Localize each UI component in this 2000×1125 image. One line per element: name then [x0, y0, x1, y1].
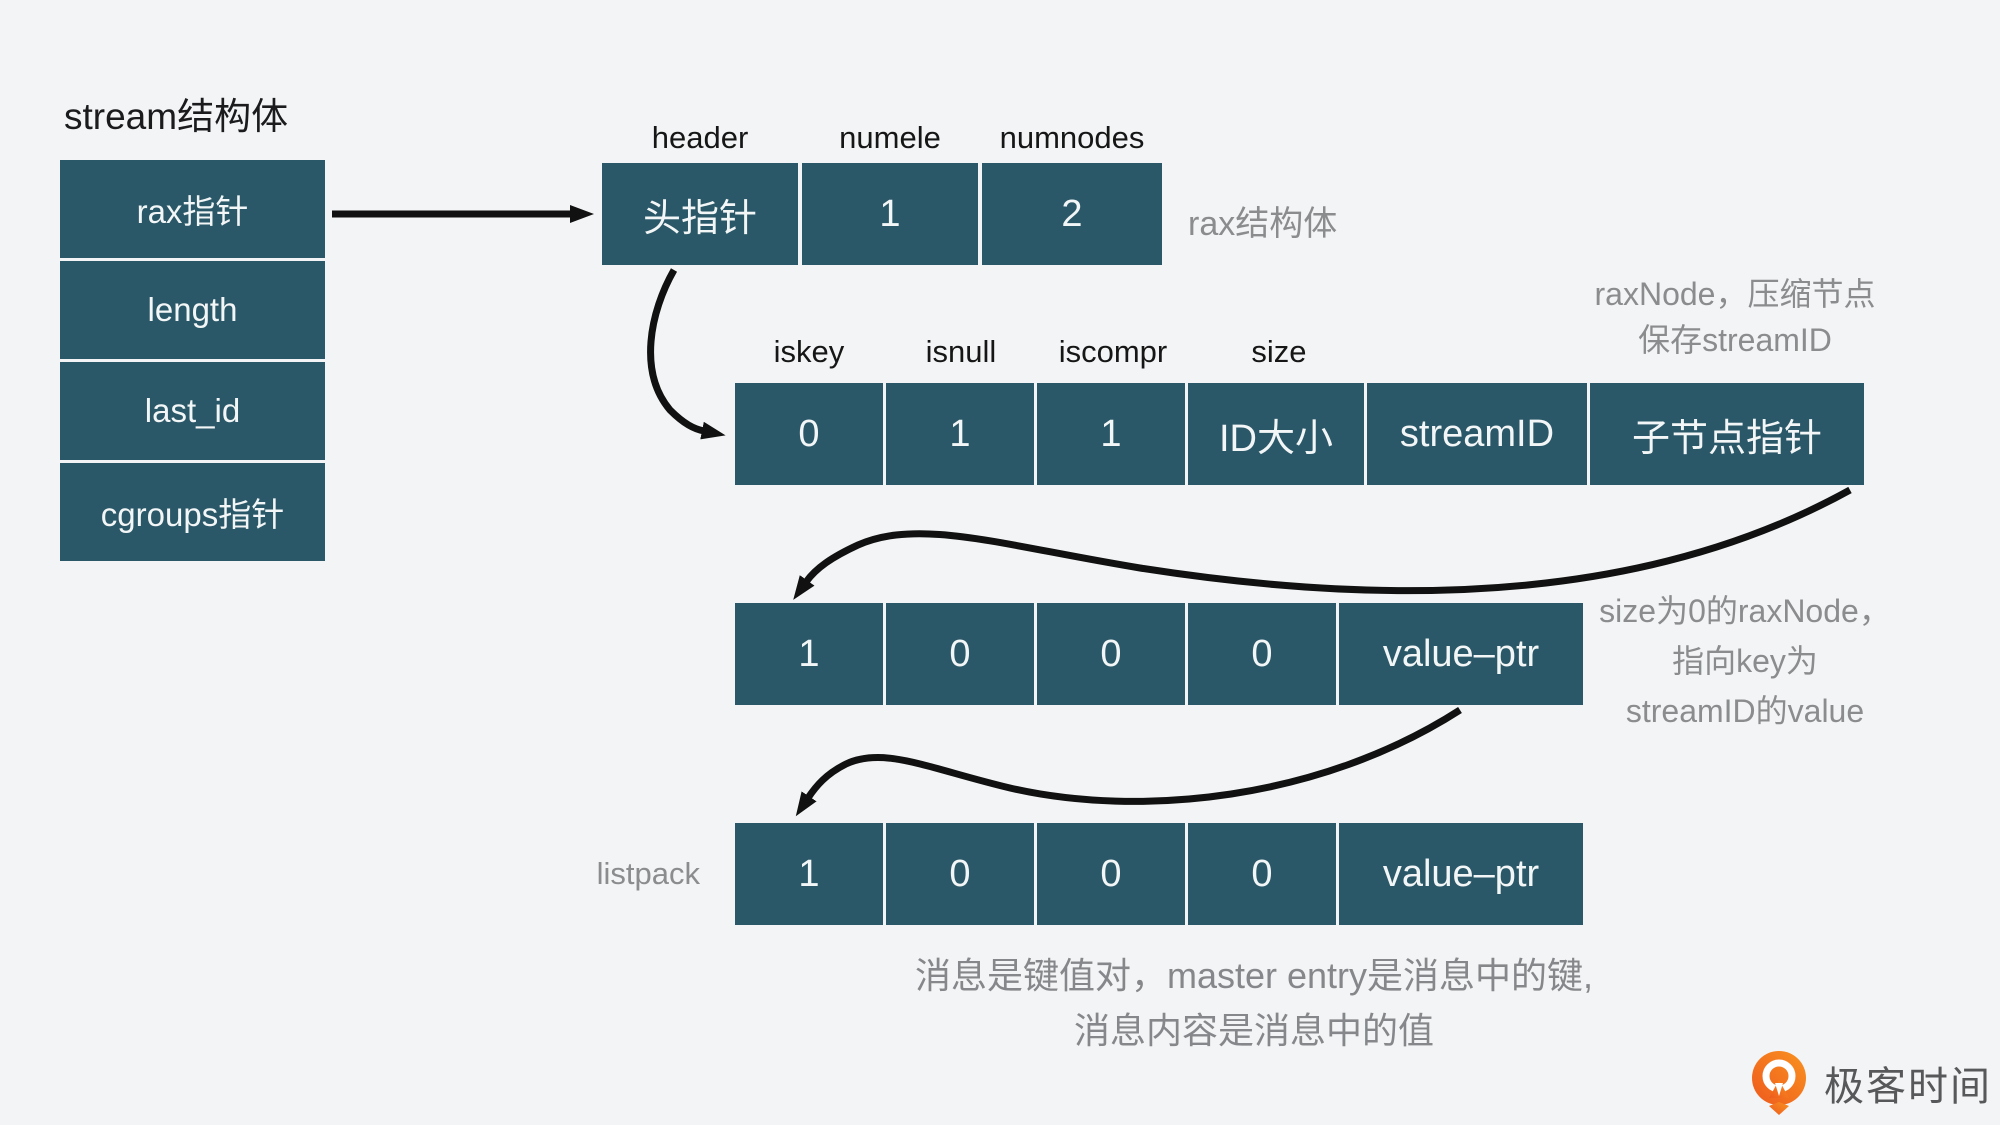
stream-cell-rax-pointer: rax指针	[60, 160, 325, 258]
raxnode-cell-iskey: 0	[735, 383, 883, 485]
rax-row: 头指针 1 2	[602, 163, 1162, 265]
arrow-valueptr-to-listpack	[795, 707, 1462, 817]
listpack-cell-2: 0	[886, 823, 1034, 925]
listpack-cell-1: 1	[735, 823, 883, 925]
message-caption-line1: 消息是键值对，master entry是消息中的键,	[914, 955, 1594, 996]
raxnode-annotation-line2: 保存streamID	[1638, 322, 1832, 358]
label-iskey: iskey	[773, 334, 845, 369]
listpack-cell-4: 0	[1188, 823, 1336, 925]
value-node-annotation-line1: size为0的raxNode，	[1599, 593, 1891, 629]
geektime-pin-icon	[1752, 1051, 1806, 1115]
rax-row-labels: header numele numnodes	[602, 118, 1162, 156]
value-node-annotation-line3: streamID的value	[1625, 693, 1865, 729]
label-size: size	[1251, 334, 1307, 369]
rax-cell-head-pointer: 头指针	[602, 163, 798, 265]
rax-cell-numnodes: 2	[982, 163, 1162, 265]
stream-struct-box: rax指针 length last_id cgroups指针	[60, 160, 325, 564]
raxnode-annotation: raxNode，压缩节点 保存streamID	[1520, 271, 1950, 363]
raxnode-cell-streamid: streamID	[1367, 383, 1587, 485]
value-node-cell-value-ptr: value–ptr	[1339, 603, 1583, 705]
raxnode-row: 0 1 1 ID大小 streamID 子节点指针	[735, 383, 1864, 485]
value-node-annotation-line2: 指向key为	[1672, 643, 1818, 679]
geektime-logo-text: 极客时间	[1824, 1065, 1992, 1109]
value-node-annotation: size为0的raxNode， 指向key为 streamID的value	[1555, 586, 1935, 736]
value-node-row: 1 0 0 0 value–ptr	[735, 603, 1583, 705]
value-node-cell-1: 1	[735, 603, 883, 705]
label-numnodes: numnodes	[999, 120, 1145, 155]
listpack-cell-value-ptr: value–ptr	[1339, 823, 1583, 925]
value-node-cell-2: 0	[886, 603, 1034, 705]
rax-cell-numele: 1	[802, 163, 978, 265]
raxnode-cell-iscompr: 1	[1037, 383, 1185, 485]
stream-cell-length: length	[60, 261, 325, 359]
diagram-title: stream结构体	[64, 96, 289, 137]
raxnode-cell-isnull: 1	[886, 383, 1034, 485]
message-caption-line2: 消息内容是消息中的值	[1073, 1010, 1434, 1051]
message-caption: 消息是键值对，master entry是消息中的键, 消息内容是消息中的值	[854, 948, 1654, 1058]
label-isnull: isnull	[925, 334, 997, 369]
arrow-header-to-raxnode	[647, 268, 726, 440]
listpack-cell-3: 0	[1037, 823, 1185, 925]
label-numele: numele	[839, 120, 941, 155]
arrow-childptr-to-valuenode	[793, 486, 1852, 600]
label-iscompr: iscompr	[1058, 334, 1168, 369]
rax-struct-annotation: rax结构体	[1188, 205, 1338, 243]
stream-cell-last-id: last_id	[60, 362, 325, 460]
value-node-cell-3: 0	[1037, 603, 1185, 705]
raxnode-annotation-line1: raxNode，压缩节点	[1594, 276, 1876, 312]
listpack-row: 1 0 0 0 value–ptr	[735, 823, 1583, 925]
geektime-logo: 极客时间	[1748, 1050, 1992, 1116]
value-node-cell-4: 0	[1188, 603, 1336, 705]
label-header: header	[651, 120, 749, 155]
raxnode-cell-size: ID大小	[1188, 383, 1364, 485]
stream-cell-cgroups-pointer: cgroups指针	[60, 463, 325, 561]
listpack-label: listpack	[596, 856, 700, 891]
raxnode-cell-child-pointer: 子节点指针	[1590, 383, 1864, 485]
raxnode-row-labels: iskey isnull iscompr size	[735, 332, 1367, 370]
